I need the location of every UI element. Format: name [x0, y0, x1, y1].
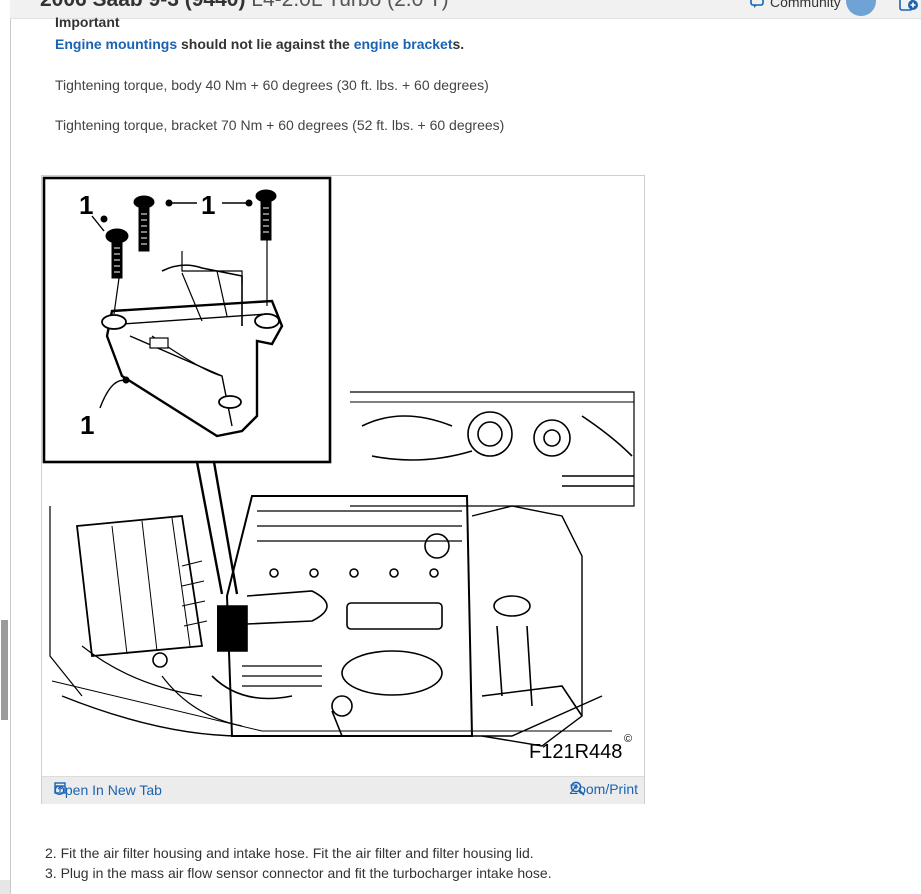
add-document-icon[interactable]: [898, 0, 920, 12]
open-new-tab-label: Open In New Tab: [54, 782, 162, 798]
zoom-icon: [570, 781, 585, 796]
copyright-mark: ©: [624, 733, 632, 745]
zoom-print-label: Zoom/Print: [569, 781, 638, 797]
important-heading: Important: [55, 14, 120, 30]
note-middle-text: should not lie against the: [177, 36, 354, 52]
community-button[interactable]: Community: [750, 0, 841, 10]
scrollbar-down-arrow[interactable]: [0, 880, 10, 894]
torque-bracket-text: Tightening torque, bracket 70 Nm + 60 de…: [55, 117, 505, 133]
vehicle-name: 2006 Saab 9-3 (9440): [40, 0, 245, 11]
scrollbar-thumb[interactable]: [1, 620, 8, 720]
vehicle-title: 2006 Saab 9-3 (9440) L4-2.0L Turbo (2.0 …: [40, 0, 449, 12]
callout-1-bottom-left: 1: [80, 410, 94, 440]
step-item: 3. Plug in the mass air flow sensor conn…: [45, 864, 552, 881]
note-tail-text: s.: [452, 36, 465, 52]
engine-mountings-link[interactable]: Engine mountings: [55, 36, 178, 52]
external-link-icon: [54, 782, 66, 794]
torque-body-text: Tightening torque, body 40 Nm + 60 degre…: [55, 77, 489, 93]
figure-toolbar: Open In New Tab Zoom/Print: [42, 776, 644, 804]
community-label: Community: [770, 0, 841, 10]
engine-bracket-link[interactable]: engine bracket: [353, 36, 453, 52]
left-scrollbar[interactable]: [0, 0, 11, 894]
figure-code: F121R448: [529, 741, 622, 763]
zoom-print-link[interactable]: Zoom/Print: [570, 781, 638, 797]
procedure-steps: 2. Fit the air filter housing and intake…: [45, 844, 552, 883]
engine-name: L4-2.0L Turbo (2.0 T): [245, 0, 448, 11]
important-note: Engine mountings should not lie against …: [55, 36, 464, 52]
article-header: 2006 Saab 9-3 (9440) L4-2.0L Turbo (2.0 …: [10, 0, 921, 19]
step-item: 2. Fit the air filter housing and intake…: [45, 845, 534, 861]
diagram-figure: 1 1 1 F121R448 © Open In New Tab Zoom/Pr…: [41, 175, 645, 804]
callout-1-top-left: 1: [79, 190, 93, 220]
engine-mount-illustration: 1 1 1 F121R448 ©: [42, 176, 635, 763]
user-avatar[interactable]: [846, 0, 876, 16]
callout-1-top-middle: 1: [201, 190, 215, 220]
chat-icon: [750, 0, 764, 8]
open-new-tab-link[interactable]: Open In New Tab: [54, 782, 162, 798]
